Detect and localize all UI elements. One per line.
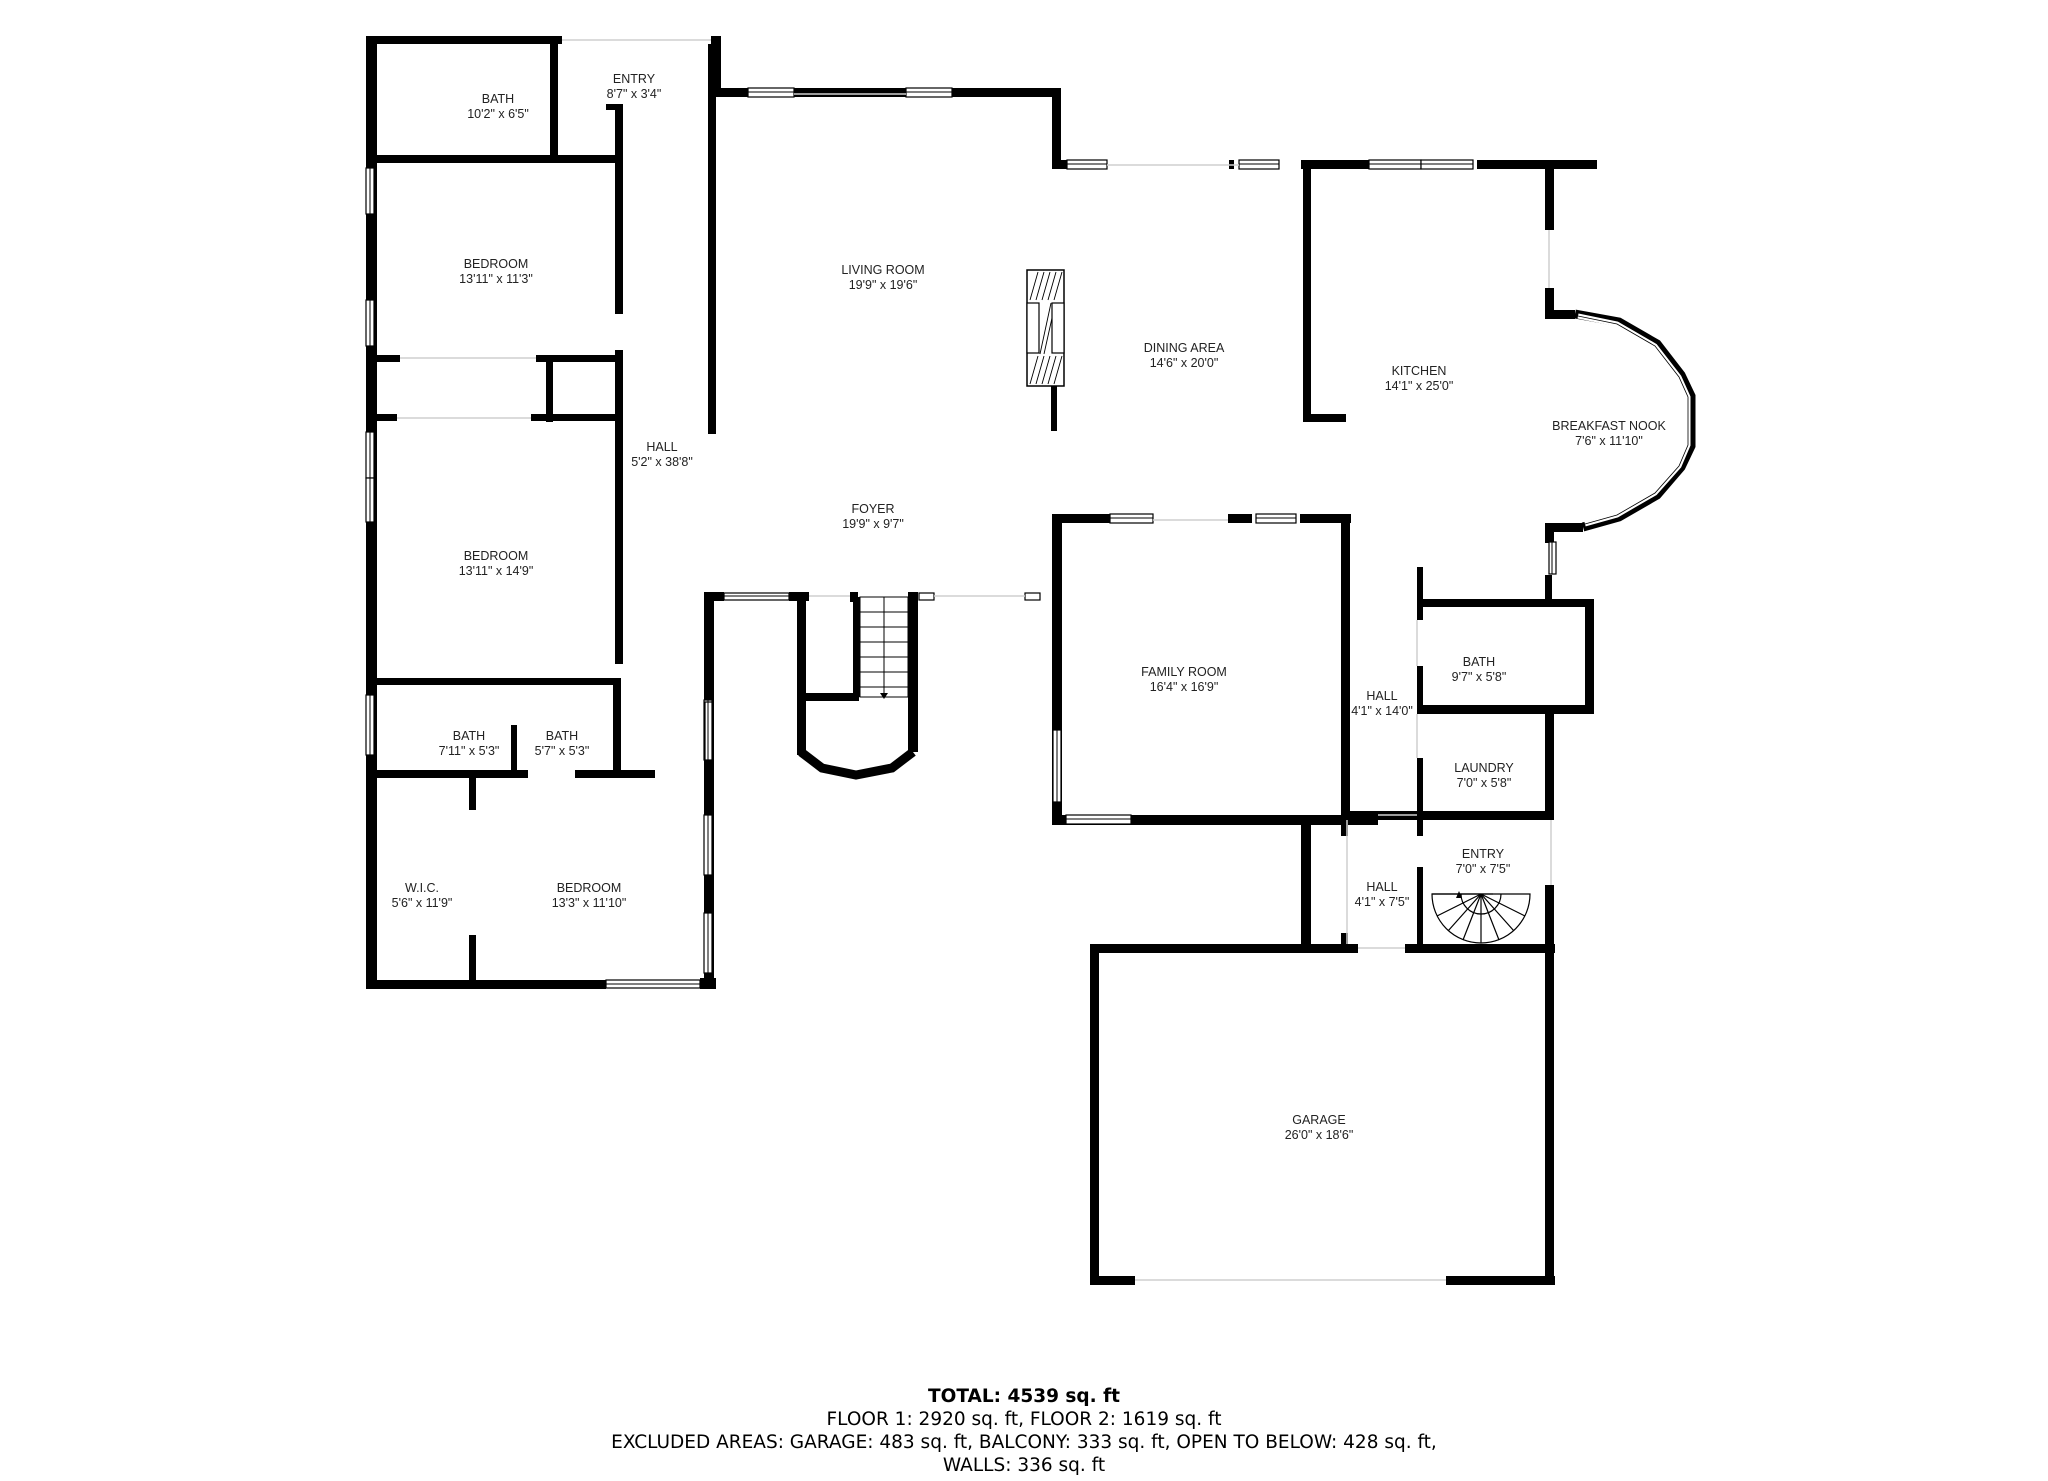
- excluded-areas: EXCLUDED AREAS: GARAGE: 483 sq. ft, BALC…: [611, 1432, 1437, 1453]
- room-name: BATH: [1462, 655, 1496, 669]
- room-dimensions: 19'9" x 19'6": [848, 278, 918, 292]
- room-label-hall: HALL 5'2" x 38'8": [631, 440, 693, 470]
- room-dimensions: 4'1" x 7'5": [1354, 895, 1410, 909]
- room-name: BATH: [545, 729, 579, 743]
- room-dimensions: 7'11" x 5'3": [438, 744, 500, 758]
- room-dimensions: 7'6" x 11'10": [1575, 434, 1643, 448]
- room-dimensions: 14'1" x 25'0": [1384, 379, 1454, 393]
- room-dimensions: 9'7" x 5'8": [1451, 670, 1507, 684]
- room-dimensions: 7'0" x 5'8": [1456, 776, 1512, 790]
- breakfast-nook-bay: [1574, 309, 1696, 532]
- room-name: KITCHEN: [1391, 364, 1447, 378]
- room-label-foyer: FOYER 19'9" x 9'7": [842, 502, 904, 532]
- room-name: ENTRY: [612, 72, 656, 86]
- left-wing-walls: [366, 36, 1029, 989]
- room-label-bedroom: BEDROOM 13'11" x 11'3": [459, 257, 533, 287]
- room-label-bedroom: BEDROOM 13'3" x 11'10": [552, 881, 627, 911]
- walls-area: WALLS: 336 sq. ft: [942, 1455, 1106, 1476]
- area-summary: TOTAL: 4539 sq. ft FLOOR 1: 2920 sq. ft,…: [0, 1385, 2048, 1477]
- garage-walls: [1090, 944, 1555, 1285]
- family-room-windows: [1052, 513, 1297, 825]
- room-label-living-room: LIVING ROOM 19'9" x 19'6": [841, 263, 924, 293]
- room-name: BATH: [481, 92, 515, 106]
- room-label-family-room: FAMILY ROOM 16'4" x 16'9": [1141, 665, 1227, 695]
- room-dimensions: 13'3" x 11'10": [551, 896, 627, 910]
- central-walls: [716, 88, 1597, 543]
- room-label-laundry: LAUNDRY 7'0" x 5'8": [1454, 761, 1514, 791]
- room-label-bath: BATH 5'7" x 5'3": [535, 729, 590, 759]
- room-dimensions: 26'0" x 18'6": [1284, 1128, 1354, 1142]
- room-dimensions: 4'1" x 14'0": [1351, 704, 1413, 718]
- room-name: BATH: [452, 729, 486, 743]
- room-name: LAUNDRY: [1454, 761, 1514, 775]
- room-name: W.I.C.: [404, 881, 440, 895]
- room-label-bedroom: BEDROOM 13'11" x 14'9": [459, 549, 534, 579]
- room-label-entry: ENTRY 7'0" x 7'5": [1456, 847, 1511, 877]
- room-label-hall: HALL 4'1" x 7'5": [1355, 880, 1410, 910]
- room-dimensions: 13'11" x 11'3": [459, 272, 533, 286]
- room-dimensions: 5'2" x 38'8": [631, 455, 693, 469]
- room-name: BEDROOM: [463, 257, 529, 271]
- room-label-entry: ENTRY 8'7" x 3'4": [607, 72, 662, 102]
- stair-bay-curve: [798, 748, 916, 780]
- room-dimensions: 13'11" x 14'9": [458, 564, 534, 578]
- left-wing-windows: [365, 167, 713, 989]
- room-label-bath: BATH 9'7" x 5'8": [1452, 655, 1507, 685]
- room-name: FAMILY ROOM: [1141, 665, 1227, 679]
- room-label-wic: W.I.C. 5'6" x 11'9": [392, 881, 453, 911]
- room-dimensions: 16'4" x 16'9": [1149, 680, 1219, 694]
- room-dimensions: 5'7" x 5'3": [534, 744, 590, 758]
- room-name: LIVING ROOM: [841, 263, 925, 277]
- room-name: HALL: [646, 440, 678, 454]
- room-dimensions: 14'6" x 20'0": [1149, 356, 1219, 370]
- room-label-kitchen: KITCHEN 14'1" x 25'0": [1385, 364, 1454, 394]
- room-name: BEDROOM: [556, 881, 622, 895]
- room-dimensions: 19'9" x 9'7": [842, 517, 904, 531]
- spiral-stairs-icon: [1431, 891, 1531, 944]
- room-name: ENTRY: [1461, 847, 1505, 861]
- room-label-garage: GARAGE 26'0" x 18'6": [1285, 1113, 1354, 1143]
- fireplace-icon: [1026, 269, 1065, 387]
- room-dimensions: 5'6" x 11'9": [391, 896, 453, 910]
- room-name: GARAGE: [1292, 1113, 1346, 1127]
- room-dimensions: 7'0" x 7'5": [1455, 862, 1511, 876]
- room-name: BREAKFAST NOOK: [1552, 419, 1666, 433]
- total-area: TOTAL: 4539 sq. ft: [927, 1386, 1121, 1407]
- room-label-hall: HALL 4'1" x 14'0": [1351, 689, 1413, 719]
- room-name: DINING AREA: [1143, 341, 1225, 355]
- room-dimensions: 10'2" x 6'5": [467, 107, 529, 121]
- floor-areas: FLOOR 1: 2920 sq. ft, FLOOR 2: 1619 sq. …: [826, 1409, 1222, 1430]
- room-name: BEDROOM: [463, 549, 529, 563]
- family-room-walls: [1052, 514, 1378, 950]
- foyer-windows: [704, 592, 1041, 761]
- stairs-icon: [859, 596, 909, 699]
- service-walls: [1341, 567, 1594, 1285]
- room-name: HALL: [1366, 689, 1398, 703]
- central-windows: [747, 87, 1474, 170]
- room-label-breakfast-nook: BREAKFAST NOOK 7'6" x 11'10": [1552, 419, 1666, 449]
- room-label-bath: BATH 10'2" x 6'5": [467, 92, 529, 122]
- room-dimensions: 8'7" x 3'4": [606, 87, 662, 101]
- room-label-bath: BATH 7'11" x 5'3": [439, 729, 500, 759]
- room-name: FOYER: [851, 502, 895, 516]
- room-name: HALL: [1366, 880, 1398, 894]
- room-label-dining-area: DINING AREA 14'6" x 20'0": [1144, 341, 1225, 371]
